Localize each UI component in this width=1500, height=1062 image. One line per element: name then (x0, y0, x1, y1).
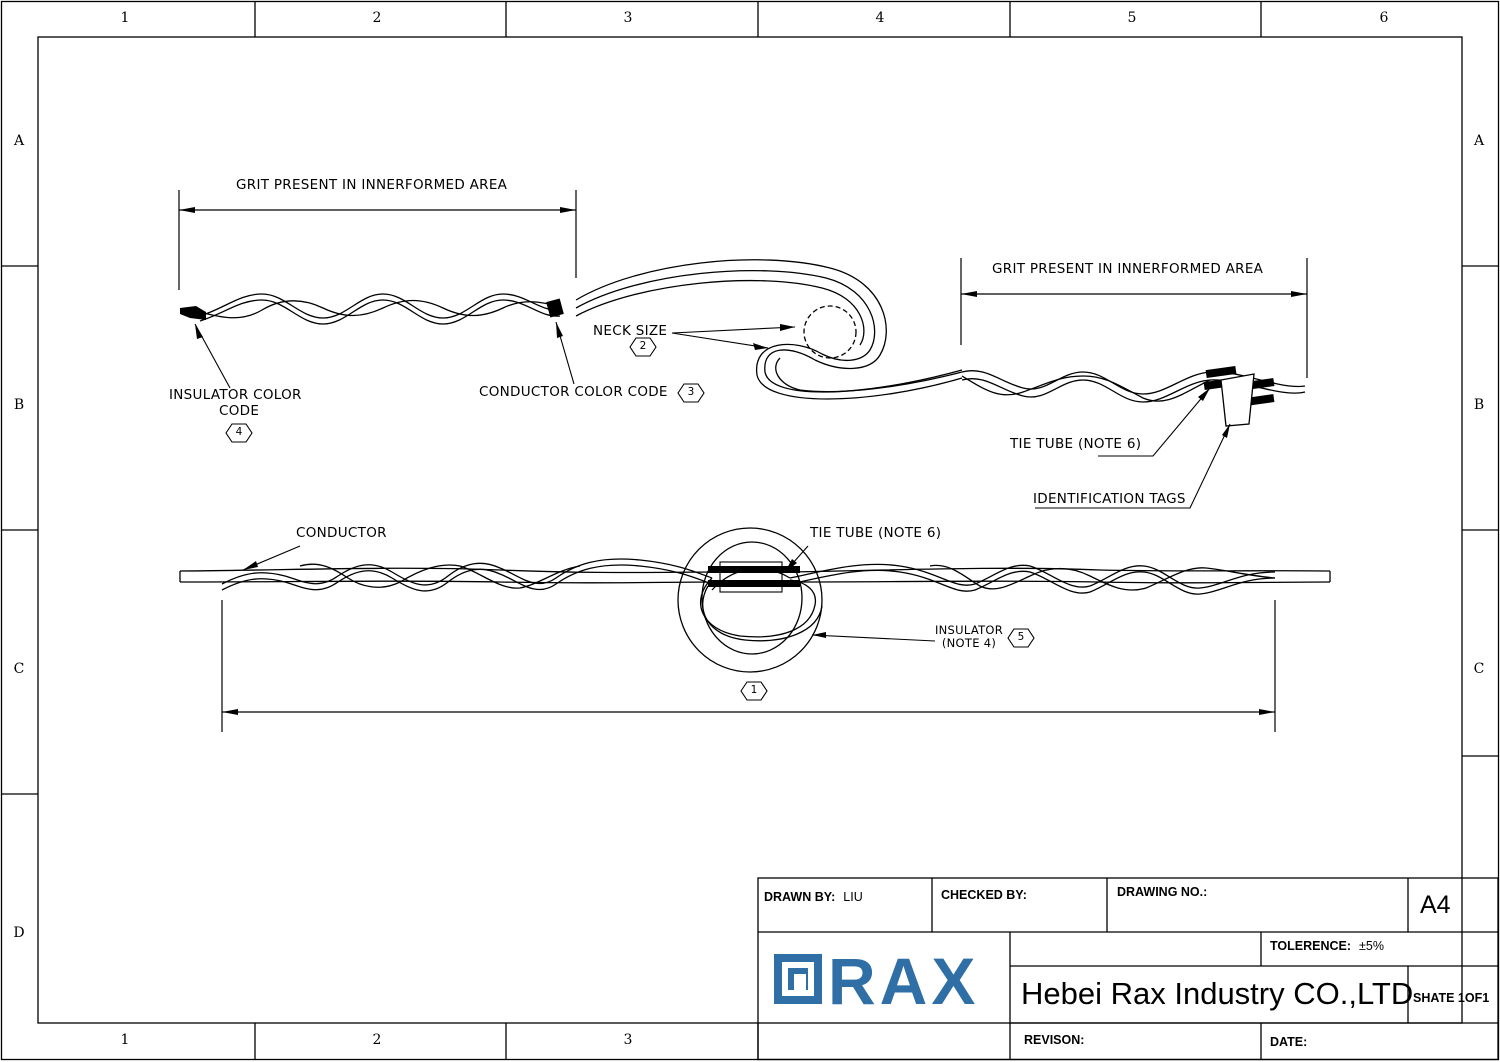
drawing-number-label: DRAWING NO.: (1117, 885, 1208, 899)
revision-label: REVISON: (1024, 1033, 1085, 1047)
checked-by-label: CHECKED BY: (941, 888, 1027, 902)
column-label-6: 6 (1379, 10, 1389, 26)
title-block-grid (757, 877, 1499, 1061)
marker-hexagon-3 (677, 383, 705, 403)
grit-area-label-left: GRIT PRESENT IN INNERFORMED AREA (236, 177, 508, 193)
insulator-label-line1: INSULATOR (934, 623, 1004, 637)
paper-size: A4 (1420, 891, 1451, 919)
tie-tube-label-top: TIE TUBE (NOTE 6) (1010, 436, 1142, 452)
row-label-right-b: B (1473, 397, 1485, 413)
dead-end-rod-drawing (199, 259, 1306, 403)
marker-number-5: 5 (1017, 631, 1025, 643)
marker-hexagon-5 (1007, 628, 1035, 648)
tolerance-value: ±5% (1359, 939, 1384, 953)
column-label-3: 3 (623, 10, 633, 26)
column-label-bottom-1: 1 (120, 1032, 130, 1048)
marker-number-3: 3 (687, 386, 695, 398)
row-label-a: A (13, 133, 25, 149)
spool-tie-drawing (179, 527, 1331, 673)
column-label-bottom-2: 2 (372, 1032, 382, 1048)
drawn-by-field: DRAWN BY: LIU (764, 890, 863, 904)
tie-tube-label-bottom: TIE TUBE (NOTE 6) (810, 525, 942, 541)
column-label-bottom-3: 3 (623, 1032, 633, 1048)
row-label-d: D (13, 925, 25, 941)
insulator-color-code-label: INSULATOR COLOR (169, 387, 302, 403)
marker-hexagon-1 (740, 681, 768, 701)
row-label-b: B (13, 397, 25, 413)
row-label-right-a: A (1473, 133, 1485, 149)
drawn-by-label: DRAWN BY: (764, 890, 836, 904)
marker-number-4: 4 (235, 426, 243, 438)
marker-number-2: 2 (639, 340, 647, 352)
insulator-color-code-label-line2: CODE (219, 403, 260, 419)
insulator-label: INSULATOR (NOTE 4) (934, 624, 1004, 650)
conductor-label: CONDUCTOR (296, 525, 387, 541)
column-label-4: 4 (875, 10, 885, 26)
rax-logo-mark (774, 954, 822, 1004)
marker-hexagon-2 (629, 337, 657, 357)
date-label: DATE: (1270, 1035, 1308, 1049)
identification-tags-label: IDENTIFICATION TAGS (1033, 491, 1186, 507)
conductor-color-code-label: CONDUCTOR COLOR CODE (479, 384, 668, 400)
insulator-label-line2: (NOTE 4) (941, 636, 997, 650)
company-name: Hebei Rax Industry CO.,LTD (1021, 976, 1414, 1011)
neck-size-label: NECK SIZE (593, 323, 668, 339)
sheet-number: SHATE 1OF1 (1413, 991, 1490, 1005)
company-logo: RAX (828, 944, 980, 1018)
row-label-c: C (13, 661, 25, 677)
marker-number-1: 1 (750, 684, 758, 696)
grit-area-label-right: GRIT PRESENT IN INNERFORMED AREA (992, 261, 1264, 277)
marker-hexagon-4 (225, 423, 253, 443)
drawn-by-value: LIU (843, 890, 863, 904)
tolerance-field: TOLERENCE: ±5% (1270, 939, 1384, 953)
row-label-right-c: C (1473, 661, 1485, 677)
column-label-5: 5 (1127, 10, 1137, 26)
tolerance-label: TOLERENCE: (1270, 939, 1352, 953)
column-label-2: 2 (372, 10, 382, 26)
column-label-1: 1 (120, 10, 130, 26)
